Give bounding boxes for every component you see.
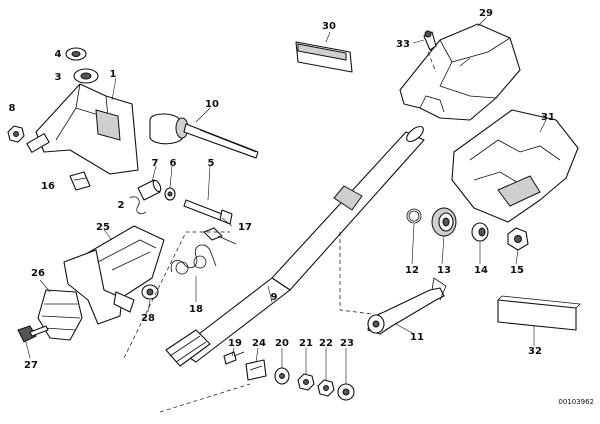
part-10-steering-spindle[interactable] [149,113,259,159]
assembly-line-lower-left [123,231,230,359]
part-32-plate[interactable] [497,295,581,331]
diagram-reference-code: 00103962 [558,398,594,406]
part-33-screw[interactable] [423,30,437,51]
part-7-sleeve[interactable] [137,179,162,201]
part-18-springs[interactable] [170,227,237,275]
callout-21: 21 [299,338,313,349]
part-27-bolt[interactable] [17,325,49,343]
part-3-bushing[interactable] [73,68,99,84]
callout-24: 24 [252,338,266,349]
callout-2: 2 [118,200,125,211]
callout-8: 8 [9,103,16,114]
part-23-nut[interactable] [337,383,355,401]
callout-labels: 1 2 3 4 5 6 7 8 9 10 11 12 13 14 15 16 1… [9,8,555,371]
part-1-bracket[interactable] [26,83,139,175]
callout-25: 25 [96,222,110,233]
callout-15: 15 [510,265,524,276]
part-5-bolt[interactable] [183,199,233,225]
callout-19: 19 [228,338,242,349]
callout-4: 4 [55,49,62,60]
part-8-nut[interactable] [7,125,25,143]
assembly-line-top [427,51,437,73]
part-6-washer[interactable] [164,187,176,201]
callout-17: 17 [238,222,252,233]
callout-14: 14 [474,265,488,276]
part-15-nut[interactable] [507,227,529,251]
callout-16: 16 [41,181,55,192]
callout-11: 11 [410,332,424,343]
part-14-bushing[interactable] [471,222,489,242]
part-26-boot[interactable] [37,289,83,341]
part-16-clip[interactable] [69,171,91,191]
part-9-column-tube[interactable] [165,124,426,367]
callout-33: 33 [396,39,410,50]
callout-1: 1 [110,69,117,80]
part-11-lever[interactable] [339,232,447,335]
callout-23: 23 [340,338,354,349]
callout-31: 31 [541,112,555,123]
leader-lines [25,17,547,384]
part-22-nut[interactable] [317,379,335,397]
part-30-trim-strip[interactable] [295,41,353,73]
callout-30: 30 [322,21,336,32]
callout-3: 3 [55,72,62,83]
callout-9: 9 [271,292,278,303]
callout-6: 6 [170,158,177,169]
part-25-lock-housing[interactable] [63,225,165,325]
part-28-nut[interactable] [141,284,159,300]
callout-10: 10 [205,99,219,110]
part-4-washer[interactable] [65,47,87,61]
callout-7: 7 [152,158,159,169]
callout-32: 32 [528,346,542,357]
part-2-clip[interactable] [129,196,147,214]
part-24-clip[interactable] [245,359,267,381]
callout-12: 12 [405,265,419,276]
part-31-lower-cover[interactable] [451,109,579,223]
part-29-upper-cover[interactable] [399,23,521,121]
part-19-screw[interactable] [223,351,245,365]
callout-5: 5 [208,158,215,169]
callout-13: 13 [437,265,451,276]
part-21-nut[interactable] [297,373,315,391]
callout-29: 29 [479,8,493,19]
part-20-washer[interactable] [274,367,290,385]
assembly-line-bottom [159,383,251,413]
callout-26: 26 [31,268,45,279]
callout-27: 27 [24,360,38,371]
callout-28: 28 [141,313,155,324]
callout-20: 20 [275,338,289,349]
callout-18: 18 [189,304,203,315]
part-12-ring[interactable] [406,208,422,224]
callout-22: 22 [319,338,333,349]
part-13-bearing[interactable] [431,207,457,237]
